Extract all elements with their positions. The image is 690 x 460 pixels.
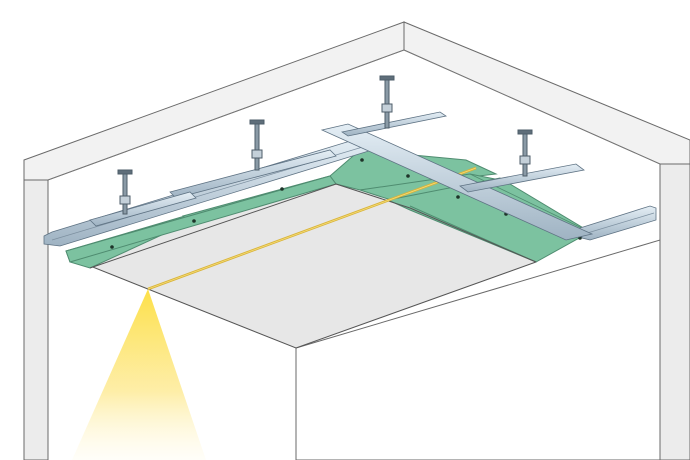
hanger-3 xyxy=(379,75,395,129)
gray-board-inner-edge xyxy=(89,183,537,269)
screws xyxy=(110,158,582,249)
metal-profiles xyxy=(43,111,657,247)
screw xyxy=(280,187,284,191)
ceiling-slab-right xyxy=(403,21,690,165)
cross-profile-4 xyxy=(169,149,337,199)
screw xyxy=(192,219,196,223)
slab-back-edge-right xyxy=(403,49,661,165)
hangers xyxy=(117,75,533,215)
cross-profile-1 xyxy=(320,123,594,241)
cross-profile-3 xyxy=(459,163,585,193)
right-wall xyxy=(659,163,690,460)
cross-profile-2 xyxy=(340,111,448,137)
ceiling-boards xyxy=(65,149,591,349)
left-wall xyxy=(23,179,49,460)
runner-right-groove xyxy=(583,212,655,235)
slab-back-edge-left xyxy=(47,49,405,181)
room-walls xyxy=(23,21,690,460)
runner-profile-right xyxy=(579,205,657,241)
screw xyxy=(456,195,460,199)
hanger-4 xyxy=(517,129,533,177)
light-beam xyxy=(72,289,206,460)
hanger-2 xyxy=(249,119,265,171)
screw xyxy=(360,158,364,162)
hanger-1 xyxy=(117,169,133,215)
screw xyxy=(110,245,114,249)
screw xyxy=(406,174,410,178)
cross-profile-5 xyxy=(89,191,197,227)
seam-tape-highlight xyxy=(147,167,477,290)
